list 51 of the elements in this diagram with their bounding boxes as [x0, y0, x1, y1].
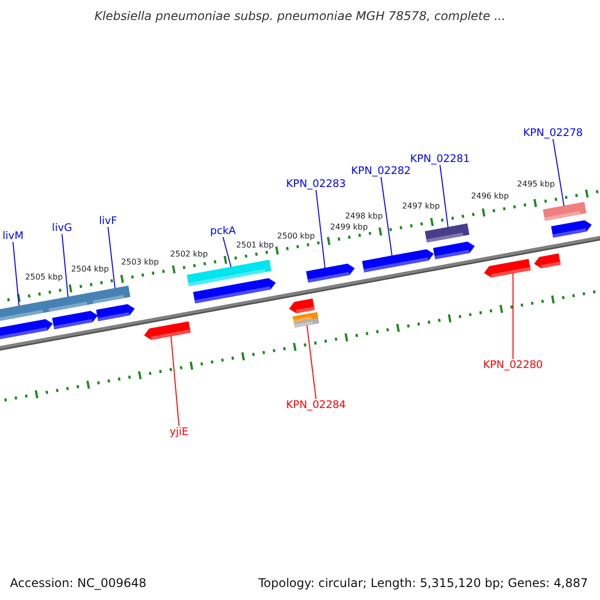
- accession-text: Accession: NC_009648: [10, 576, 146, 590]
- pointed-gene-block: [0, 319, 53, 342]
- leader-line: [440, 164, 448, 228]
- leader-line: [380, 176, 392, 256]
- scale-label: 2499 kbp: [330, 222, 368, 232]
- scale-label: 2505 kbp: [25, 272, 63, 282]
- scale-label: 2501 kbp: [236, 240, 274, 250]
- gene-label: KPN_02280: [483, 359, 543, 371]
- leader-line: [316, 190, 326, 269]
- gene-label: livM: [2, 230, 24, 242]
- gene-bar: [90, 286, 130, 304]
- pointed-gene-block: [433, 242, 475, 260]
- gene-label: pckA: [210, 225, 236, 237]
- pointed-gene-block: [193, 278, 276, 304]
- leader-line: [512, 272, 514, 360]
- pointed-gene-block: [289, 298, 315, 314]
- map-title: Klebsiella pneumoniae subsp. pneumoniae MGH 78578, complete ...: [93, 9, 507, 23]
- pointed-gene-block: [534, 253, 561, 268]
- gene-bar: [292, 312, 318, 323]
- gene-bar: [0, 300, 50, 322]
- pointed-gene-block: [484, 258, 531, 278]
- gene-label: yjiE: [170, 426, 188, 438]
- gene-label: KPN_02278: [523, 127, 583, 139]
- pointed-gene-block: [144, 321, 191, 340]
- genome-stats-text: Topology: circular; Length: 5,315,120 bp; Genes: 4,887: [258, 576, 588, 590]
- scale-label: 2497 kbp: [402, 202, 440, 210]
- scale-label: 2500 kbp: [277, 232, 315, 240]
- gene-bar: [424, 223, 470, 242]
- pointed-gene-block: [306, 264, 355, 283]
- scale-label: 2498 kbp: [345, 212, 383, 220]
- scale-label: 2504 kbp: [71, 264, 109, 274]
- pointed-gene-block: [96, 304, 135, 322]
- pointed-gene-block: [551, 220, 592, 238]
- scale-label: 2495 kbp: [517, 180, 555, 188]
- leader-line: [170, 336, 180, 426]
- scale-label: 2502 kbp: [170, 250, 208, 258]
- gene-label: KPN_02282: [351, 165, 411, 177]
- gene-label: livF: [98, 215, 118, 227]
- leader-line: [108, 226, 116, 289]
- gene-bar: [186, 260, 272, 286]
- scale-label: 2496 kbp: [471, 192, 509, 200]
- gene-label: livG: [52, 222, 72, 234]
- gene-label: KPN_02281: [410, 153, 470, 165]
- gene-label: KPN_02283: [286, 178, 346, 190]
- gene-bar: [542, 202, 586, 221]
- gene-label: KPN_02284: [286, 399, 346, 411]
- pointed-gene-block: [362, 249, 434, 272]
- pointed-gene-block: [52, 310, 98, 330]
- gene-bar: [46, 292, 94, 312]
- scale-label: 2503 kbp: [121, 258, 159, 266]
- gene-bar: [294, 318, 320, 328]
